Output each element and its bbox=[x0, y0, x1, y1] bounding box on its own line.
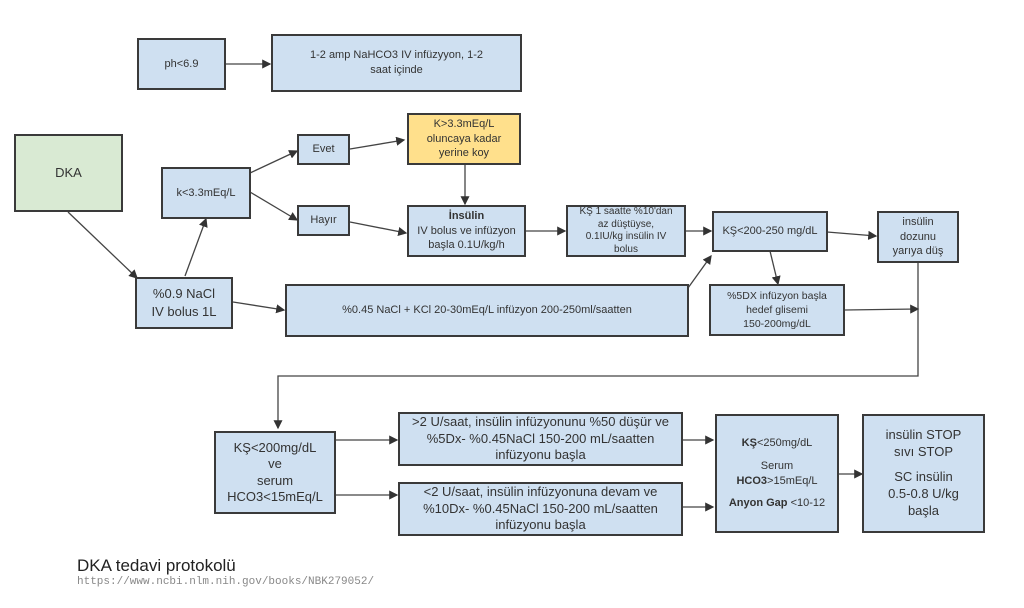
ks-200-hco3-node: KŞ<200mg/dL ve serum HCO3<15mEq/L bbox=[214, 431, 336, 514]
arrow-dx5-trunk bbox=[844, 304, 920, 314]
node-text: 150-200mg/dL bbox=[743, 318, 811, 331]
arrow-nacl045-ks200 bbox=[687, 254, 712, 289]
node-text: %5DX infüzyon başla bbox=[727, 289, 827, 302]
node-text: başla 0.1U/kg/h bbox=[428, 239, 505, 252]
target-serum: Serum bbox=[760, 459, 794, 472]
gt2-node: >2 U/saat, insülin infüzyonunu %50 düşür… bbox=[398, 412, 683, 466]
targets-node: KŞ<250mg/dL Serum HCO3>15mEq/L Anyon Gap… bbox=[715, 414, 839, 533]
node-text: oluncaya kadar bbox=[426, 132, 502, 145]
node-text: 1-2 amp NaHCO3 IV infüzyyon, 1-2 bbox=[309, 49, 484, 62]
nacl-09-node: %0.9 NaCl IV bolus 1L bbox=[135, 277, 233, 329]
node-title: İnsülin bbox=[448, 209, 485, 222]
node-text: ph<6.9 bbox=[164, 57, 199, 70]
node-text: sıvı STOP bbox=[894, 444, 953, 460]
k-check-node: k<3.3mEq/L bbox=[161, 167, 251, 219]
nacl-045-node: %0.45 NaCl + KCl 20-30mEq/L infüzyon 200… bbox=[285, 284, 689, 337]
node-text: az düştüyse, bbox=[597, 218, 655, 230]
arrow-kcheck-evet bbox=[249, 150, 299, 174]
arrow-ks200-halve bbox=[826, 230, 878, 240]
node-text: K>3.3mEq/L bbox=[433, 117, 495, 130]
node-text: serum bbox=[256, 472, 294, 488]
node-text: %0.9 NaCl bbox=[152, 286, 216, 302]
node-text: 0.5-0.8 U/kg bbox=[888, 485, 959, 501]
node-text: IV bolus ve infüzyon bbox=[417, 224, 516, 237]
node-text: insülin bbox=[902, 215, 934, 228]
node-text: %5Dx- %0.45NaCl 150-200 mL/saatten bbox=[426, 430, 655, 446]
node-text: KŞ<200-250 mg/dL bbox=[722, 225, 818, 238]
arrow-kcheck-hayir bbox=[249, 191, 299, 221]
node-text: %0.45 NaCl + KCl 20-30mEq/L infüzyon 200… bbox=[342, 304, 632, 317]
node-text: insülin STOP bbox=[885, 427, 962, 443]
node-text: Hayır bbox=[310, 214, 337, 227]
arrow-hayir-insulin bbox=[349, 221, 408, 236]
ks-drop-node: KŞ 1 saatte %10'dan az düştüyse, 0.1IU/k… bbox=[566, 205, 686, 257]
node-text: hedef glisemi bbox=[746, 303, 808, 316]
hayir-node: Hayır bbox=[297, 205, 350, 236]
node-text: KŞ 1 saatte %10'dan bbox=[579, 206, 673, 217]
arrow-trunk-ks200hco3 bbox=[273, 263, 919, 430]
target-ag: Anyon Gap <10-12 bbox=[729, 496, 825, 511]
dx5-node: %5DX infüzyon başla hedef glisemi 150-20… bbox=[709, 284, 845, 336]
target-ag-value: <10-12 bbox=[787, 497, 826, 510]
node-text: SC insülin bbox=[894, 469, 953, 485]
target-ag-label: Anyon Gap bbox=[728, 497, 788, 510]
node-text: yarıya düş bbox=[892, 245, 944, 258]
node-text: k<3.3mEq/L bbox=[176, 186, 236, 199]
lt2-node: <2 U/saat, insülin infüzyonuna devam ve … bbox=[398, 482, 683, 536]
node-text: DKA bbox=[55, 165, 82, 181]
node-text: Evet bbox=[312, 143, 335, 156]
arrow-nacl09-kcheck bbox=[184, 217, 208, 277]
arrow-ks200-dx5 bbox=[769, 250, 781, 286]
insulin-node: İnsülin IV bolus ve infüzyon başla 0.1U/… bbox=[407, 205, 526, 257]
arrow-nacl09-nacl045 bbox=[232, 301, 286, 314]
node-text: >2 U/saat, insülin infüzyonunu %50 düşür… bbox=[412, 413, 669, 429]
target-ks-label: KŞ bbox=[741, 436, 757, 449]
dka-node: DKA bbox=[14, 134, 123, 212]
target-hco3-label: HCO3 bbox=[736, 474, 768, 487]
node-text: dozunu bbox=[899, 230, 937, 243]
diagram-caption: DKA tedavi protokolü bbox=[77, 556, 236, 575]
node-text: %10Dx- %0.45NaCl 150-200 mL/saatten bbox=[423, 500, 658, 516]
nahco3-node: 1-2 amp NaHCO3 IV infüzyyon, 1-2 saat iç… bbox=[271, 34, 522, 92]
node-text: <2 U/saat, insülin infüzyonuna devam ve bbox=[423, 483, 658, 499]
arrow-evet-kreplace bbox=[349, 136, 406, 150]
k-replace-node: K>3.3mEq/L oluncaya kadar yerine koy bbox=[407, 113, 521, 165]
node-text: yerine koy bbox=[438, 147, 490, 160]
node-text: ve bbox=[268, 456, 282, 472]
arrow-dka-nacl09 bbox=[67, 211, 138, 279]
node-text: saat içinde bbox=[370, 64, 423, 76]
node-text: 0.1IU/kg insülin IV bbox=[585, 231, 667, 242]
target-ks: KŞ<250mg/dL bbox=[742, 436, 813, 451]
source-url: https://www.ncbi.nlm.nih.gov/books/NBK27… bbox=[77, 576, 375, 588]
target-ks-value: <250mg/dL bbox=[756, 436, 813, 449]
evet-node: Evet bbox=[297, 134, 350, 165]
node-text: bolus bbox=[614, 243, 638, 255]
node-text: IV bolus 1L bbox=[151, 304, 217, 319]
node-text: KŞ<200mg/dL bbox=[233, 440, 317, 455]
halve-dose-node: insülin dozunu yarıya düş bbox=[877, 211, 959, 263]
node-text: HCO3<15mEq/L bbox=[227, 488, 323, 504]
ph-node: ph<6.9 bbox=[137, 38, 226, 90]
node-text: infüzyonu başla bbox=[495, 447, 586, 463]
target-hco3-value: >15mEq/L bbox=[767, 474, 818, 487]
stop-node: insülin STOP sıvı STOP SC insülin 0.5-0.… bbox=[862, 414, 985, 533]
ks-200-250-node: KŞ<200-250 mg/dL bbox=[712, 211, 828, 252]
node-text: başla bbox=[907, 502, 940, 518]
node-text: infüzyonu başla bbox=[495, 517, 586, 533]
target-hco3: HCO3>15mEq/L bbox=[736, 474, 817, 489]
